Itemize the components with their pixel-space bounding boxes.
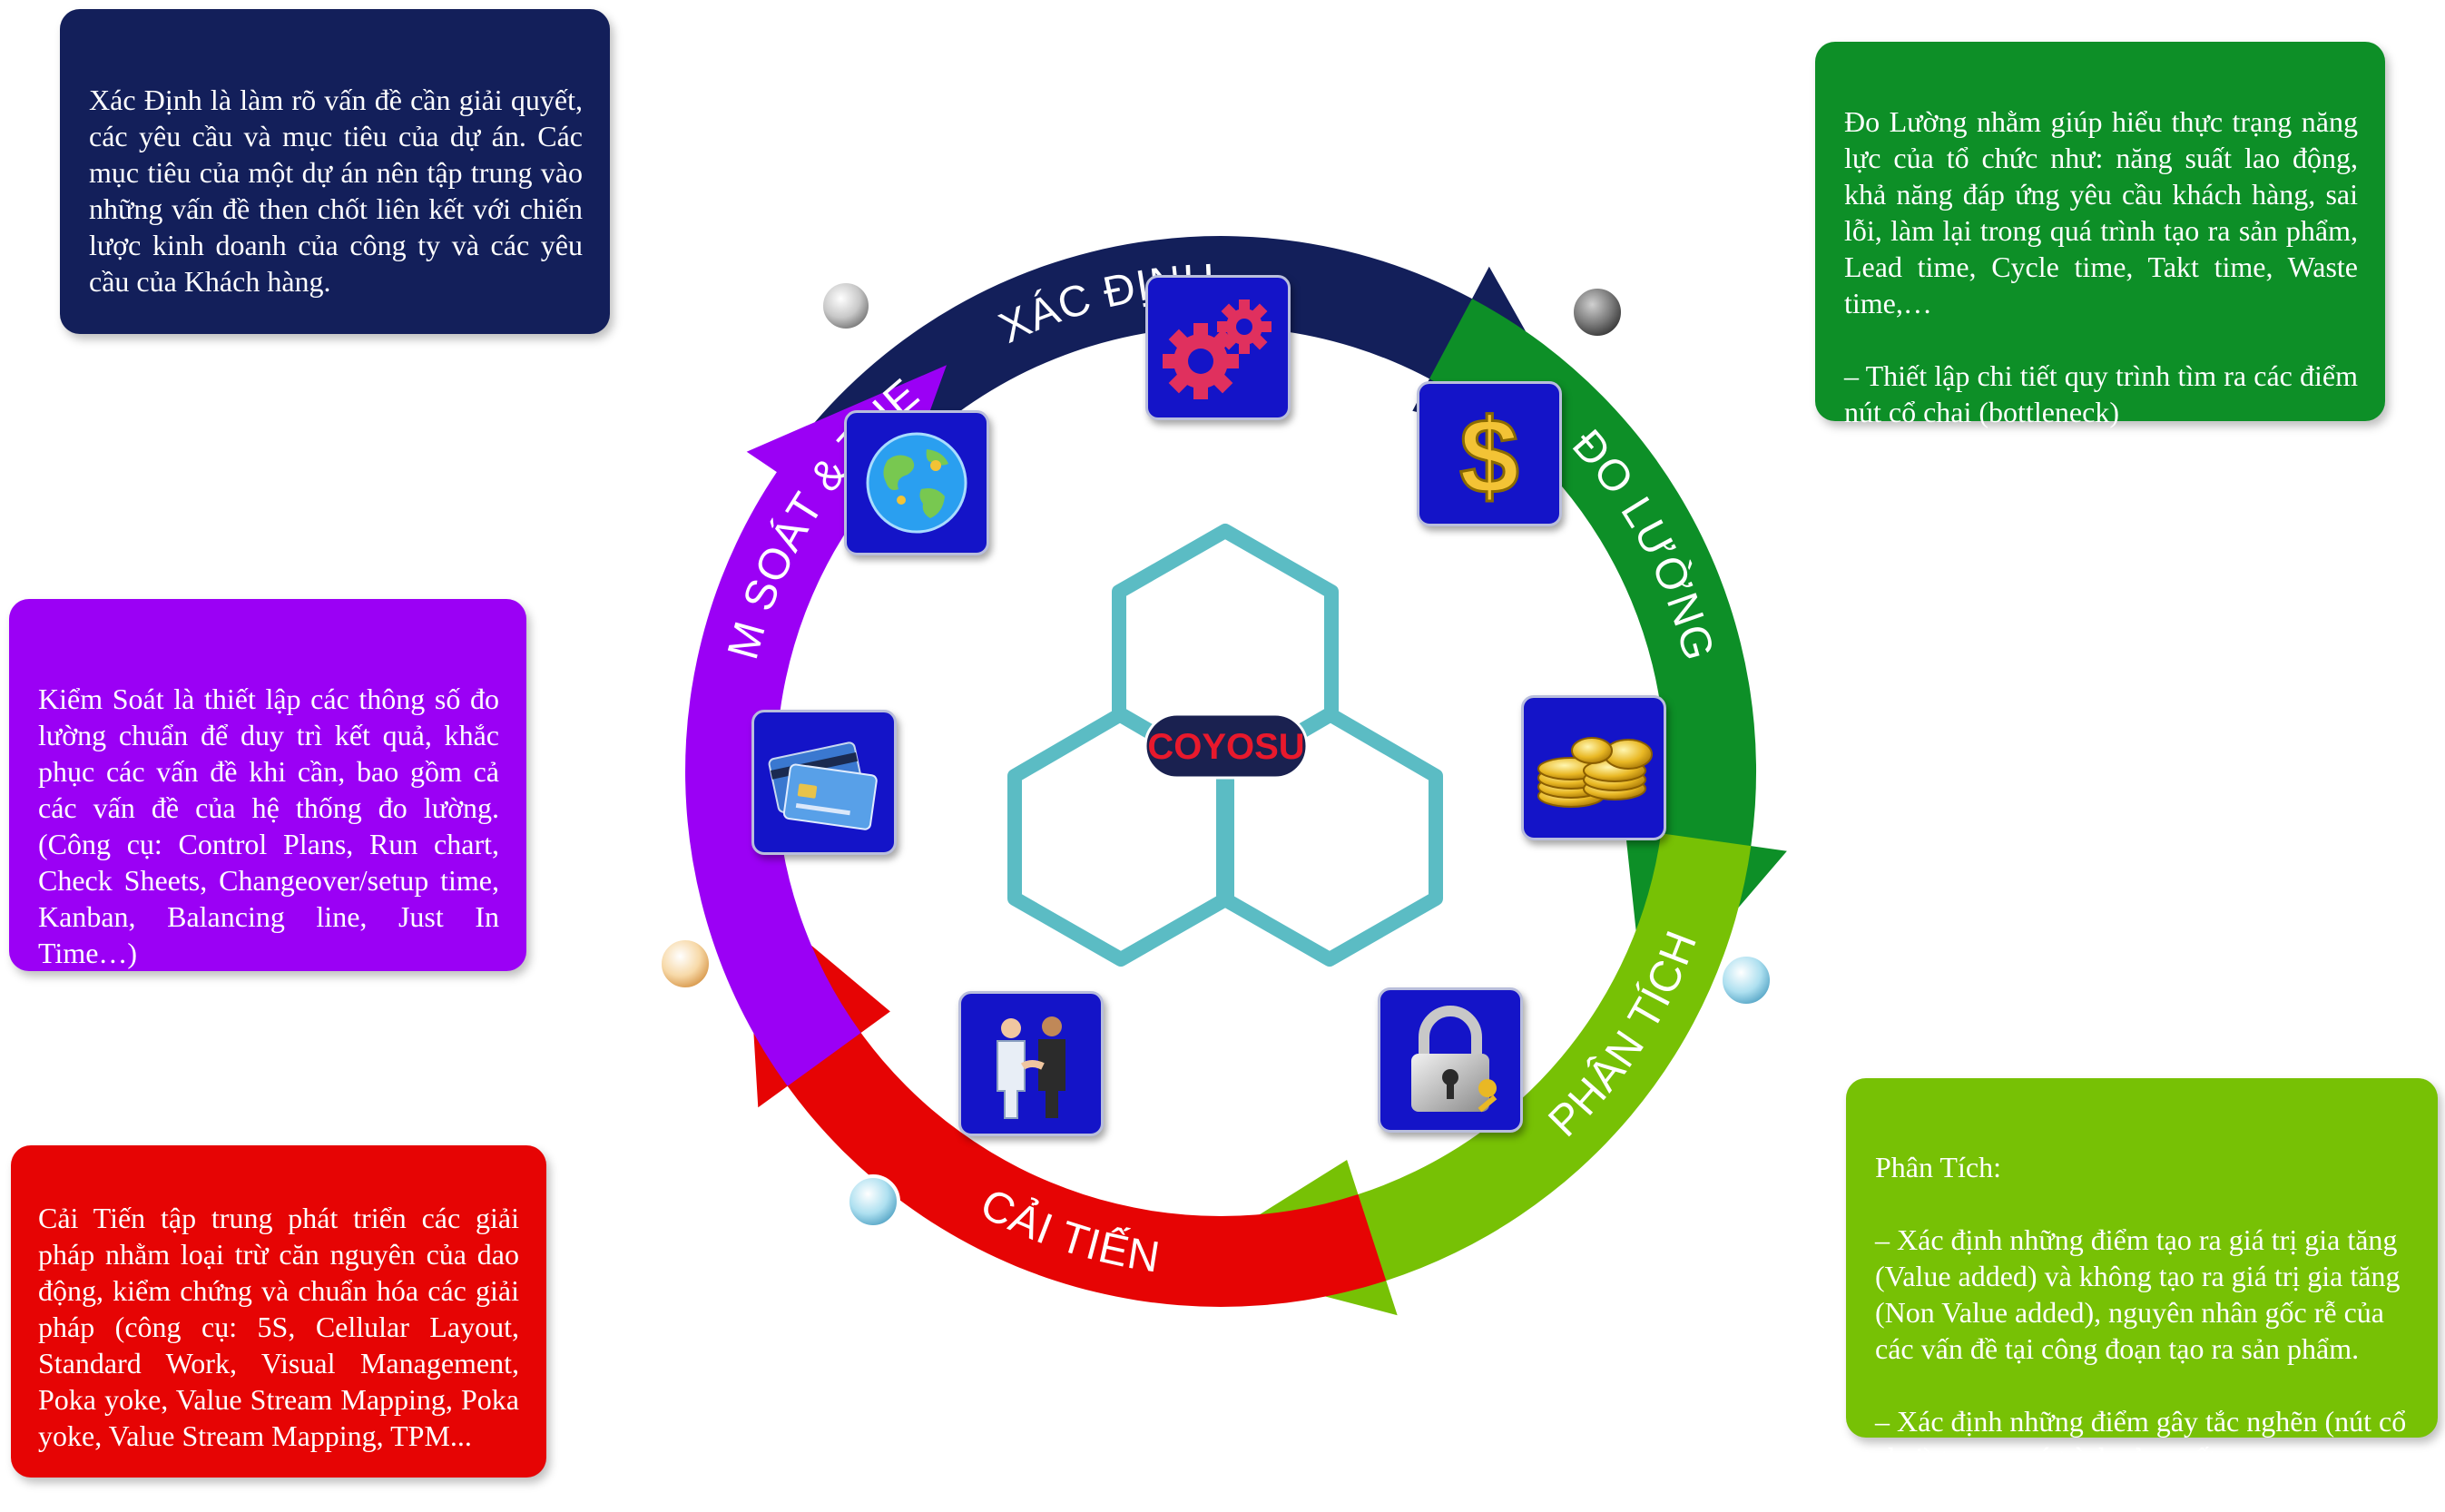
analyze-title: Phân Tích: xyxy=(1875,1151,2001,1183)
analyze-description-box: Phân Tích: – Xác định những điểm tạo ra … xyxy=(1846,1078,2438,1474)
analyze-arrow xyxy=(1186,833,1752,1316)
define-description-text: Xác Định là làm rõ vấn đề cần giải quyết… xyxy=(89,83,583,298)
measure-arrow xyxy=(1429,299,1787,1017)
coyosu-logo: COYOSU xyxy=(1144,712,1309,780)
svg-text:COYOSU: COYOSU xyxy=(1147,727,1304,767)
gold-coins-icon xyxy=(1521,695,1666,840)
control-description-text: Kiểm Soát là thiết lập các thông số đo l… xyxy=(38,682,499,969)
define-arrow xyxy=(776,236,1596,523)
svg-text:$: $ xyxy=(1459,397,1519,516)
improve-arrow xyxy=(745,889,1387,1307)
measure-connector xyxy=(1570,260,1637,339)
credit-card-icon xyxy=(751,710,897,855)
measure-bullet-bottleneck: – Thiết lập chi tiết quy trình tìm ra cá… xyxy=(1844,359,2358,428)
measure-description-box: Đo Lường nhằm giúp hiểu thực trạng năng … xyxy=(1815,42,2385,501)
define-description-box: Xác Định là làm rõ vấn đề cần giải quyết… xyxy=(60,9,610,334)
measure-bullet-ctq: – Thiết lập các CTQ của quá trình… xyxy=(1844,468,2269,501)
gears-icon xyxy=(1145,275,1291,420)
improve-description-text: Cải Tiến tập trung phát triển các giải p… xyxy=(38,1202,519,1452)
improve-description-box: Cải Tiến tập trung phát triển các giải p… xyxy=(11,1145,546,1478)
improve-connector xyxy=(830,1174,900,1239)
globe-icon xyxy=(844,410,989,555)
dollar-icon: $ xyxy=(1417,381,1562,526)
control-arrow xyxy=(685,365,947,1086)
handshake-icon xyxy=(958,991,1104,1136)
analyze-bullet-value-added: – Xác định những điểm tạo ra giá trị gia… xyxy=(1875,1223,2401,1365)
control-connector xyxy=(658,937,712,991)
control-description-box: Kiểm Soát là thiết lập các thông số đo l… xyxy=(9,599,526,971)
measure-description-text: Đo Lường nhằm giúp hiểu thực trạng năng … xyxy=(1844,105,2358,319)
analyze-bullet-bottleneck: – Xác định những điểm gây tắc nghẽn (nút… xyxy=(1875,1405,2407,1474)
analyze-connector xyxy=(1719,953,1773,1037)
define-connector xyxy=(796,267,872,332)
padlock-icon xyxy=(1378,987,1523,1133)
